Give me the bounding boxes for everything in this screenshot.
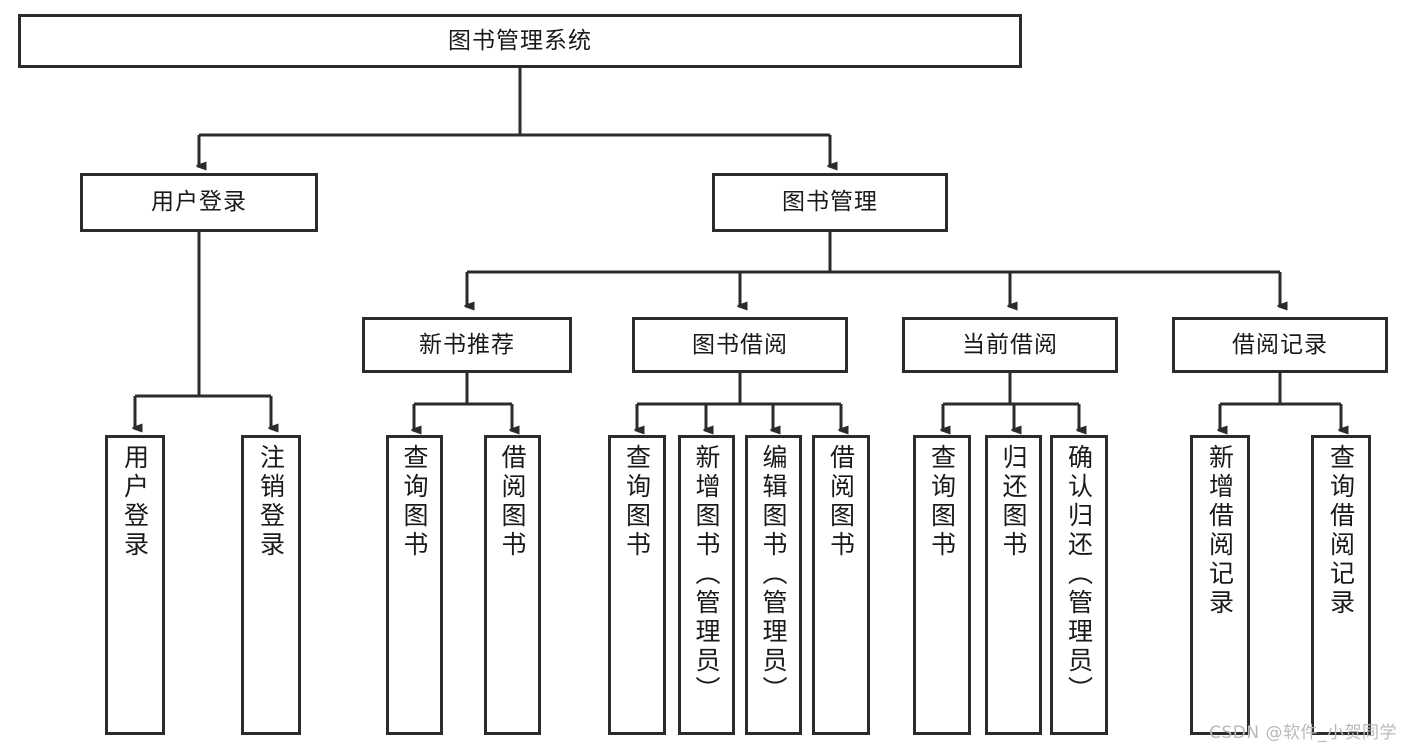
node-new-book-recommend[interactable]: 新书推荐 [362,317,572,373]
leaf-return-book[interactable]: 归还图书 [985,435,1042,735]
leaf-user-login[interactable]: 用户登录 [105,435,165,735]
leaf-add-book-admin[interactable]: 新增图书（管理员） [678,435,735,735]
leaf-edit-book-admin[interactable]: 编辑图书（管理员） [745,435,802,735]
leaf-query-book-1[interactable]: 查询图书 [386,435,443,735]
node-book-borrow[interactable]: 图书借阅 [632,317,848,373]
node-label: 图书借阅 [692,331,788,358]
node-label: 注销登录 [256,444,286,560]
node-label: 查询借阅记录 [1326,444,1356,618]
leaf-borrow-book-1[interactable]: 借阅图书 [484,435,541,735]
node-label: 归还图书 [999,444,1028,560]
node-label: 编辑图书（管理员） [759,444,788,705]
node-user-login[interactable]: 用户登录 [80,173,318,232]
node-label: 借阅图书 [498,444,527,560]
node-label: 借阅记录 [1232,331,1328,358]
node-label: 新增借阅记录 [1205,444,1235,618]
node-label: 查询图书 [622,444,652,560]
node-label: 确认归还（管理员） [1064,444,1094,705]
node-book-manage[interactable]: 图书管理 [712,173,948,232]
node-label: 用户登录 [151,189,247,216]
leaf-query-borrow-record[interactable]: 查询借阅记录 [1311,435,1371,735]
node-label: 新增图书（管理员） [692,444,721,705]
leaf-add-borrow-record[interactable]: 新增借阅记录 [1190,435,1250,735]
node-label: 借阅图书 [826,444,856,560]
node-label: 查询图书 [400,444,429,560]
node-label: 新书推荐 [419,331,515,358]
leaf-query-book-3[interactable]: 查询图书 [913,435,971,735]
leaf-confirm-return-admin[interactable]: 确认归还（管理员） [1050,435,1108,735]
leaf-borrow-book-2[interactable]: 借阅图书 [812,435,870,735]
node-current-borrow[interactable]: 当前借阅 [902,317,1118,373]
node-root-library-system[interactable]: 图书管理系统 [18,14,1022,68]
node-label: 图书管理系统 [448,27,592,54]
node-label: 当前借阅 [962,331,1058,358]
node-label: 图书管理 [782,189,878,216]
node-label: 用户登录 [120,444,150,560]
leaf-logout-login[interactable]: 注销登录 [241,435,301,735]
node-borrow-record[interactable]: 借阅记录 [1172,317,1388,373]
leaf-query-book-2[interactable]: 查询图书 [608,435,666,735]
node-label: 查询图书 [927,444,957,560]
